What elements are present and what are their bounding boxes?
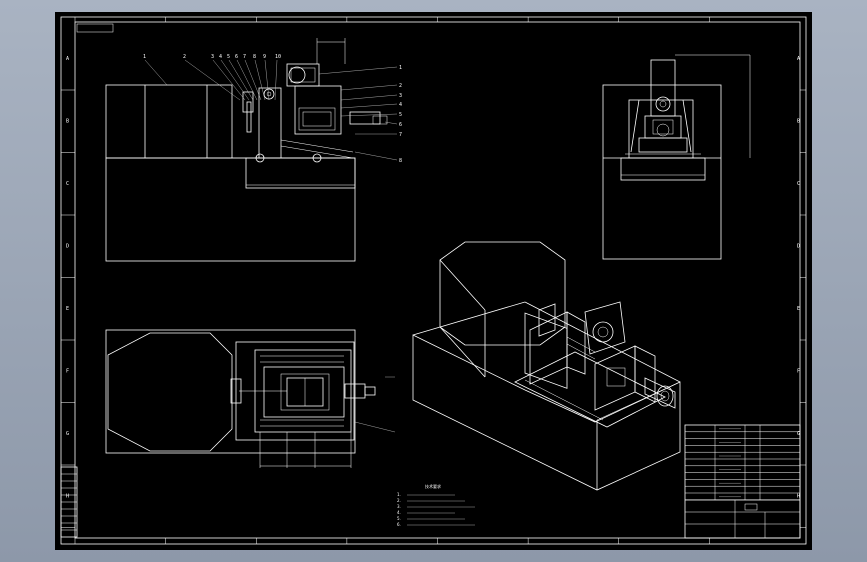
balloon-label: 6 <box>235 54 238 60</box>
base-box <box>105 157 356 262</box>
balloon-label: 7 <box>243 54 246 60</box>
zone-row-marker: A <box>66 56 69 62</box>
motor-housing <box>105 84 233 159</box>
balloon-label: 8 <box>399 158 402 164</box>
balloon-label: 4 <box>399 102 402 108</box>
leader-lines <box>144 59 398 433</box>
tech-note-line: 4. <box>397 510 401 515</box>
zone-row-marker: D <box>66 244 69 250</box>
title-block <box>684 424 801 539</box>
balloon-label: 7 <box>399 132 402 138</box>
zone-row-marker: B <box>797 119 800 125</box>
drawing-sheet[interactable]: A A B B C C D D E E F F G G H H <box>55 12 812 550</box>
isometric-view[interactable] <box>412 241 681 491</box>
zone-row-marker: H <box>66 494 69 500</box>
balloon-label: 5 <box>399 112 402 118</box>
tech-note-line: 3. <box>397 504 401 509</box>
balloon-label: 6 <box>399 122 402 128</box>
pump-motor <box>286 63 320 87</box>
iso-octagon-tank <box>439 241 566 346</box>
side-tank <box>602 84 722 260</box>
zone-row-marker: F <box>797 369 800 375</box>
front-view[interactable] <box>105 38 388 262</box>
balloon-label: 8 <box>253 54 256 60</box>
balloon-label: 1 <box>399 65 402 71</box>
iso-platform <box>514 351 666 428</box>
corner-label-box <box>76 23 114 33</box>
balloon-label: 5 <box>227 54 230 60</box>
outer-frame <box>60 16 807 545</box>
zone-row-marker: C <box>797 181 800 187</box>
zone-row-marker: G <box>797 431 800 437</box>
balloon-label: 1 <box>143 54 146 60</box>
valve-block <box>349 111 381 125</box>
tech-notes-title: 技术要求 <box>425 483 441 489</box>
zone-markers: A A B B C C D D E E F F G G H H <box>61 17 806 544</box>
tech-note-line: 1. <box>397 492 401 497</box>
zone-row-marker: H <box>797 494 800 500</box>
drawing-canvas[interactable]: A A B B C C D D E E F F G G H H <box>55 12 812 550</box>
balloon-label: 2 <box>183 54 186 60</box>
zone-row-marker: A <box>797 56 800 62</box>
top-view[interactable] <box>105 329 376 468</box>
iso-base <box>412 334 681 491</box>
zone-row-marker: G <box>66 431 69 437</box>
tech-notes: 技术要求 1. 2. 3. 4. 5. 6. <box>397 483 475 527</box>
tech-note-line: 2. <box>397 498 401 503</box>
zone-row-marker: C <box>66 181 69 187</box>
inner-frame <box>74 21 801 539</box>
zone-row-marker: E <box>797 306 800 312</box>
balloon-label: 9 <box>263 54 266 60</box>
balloon-label: 10 <box>275 54 281 60</box>
side-pump-frame <box>628 99 694 159</box>
tech-note-line: 5. <box>397 516 401 521</box>
revision-strip <box>60 466 78 538</box>
side-view[interactable] <box>602 54 751 260</box>
balloon-label: 3 <box>399 93 402 99</box>
tech-note-line: 6. <box>397 522 401 527</box>
zone-row-marker: E <box>66 306 69 312</box>
pump-base <box>245 157 356 189</box>
zone-row-marker: F <box>66 369 69 375</box>
octagon-tank <box>107 332 233 452</box>
balloon-label: 4 <box>219 54 222 60</box>
balloon-label: 2 <box>399 83 402 89</box>
zone-row-marker: D <box>797 244 800 250</box>
top-tank <box>105 329 356 454</box>
zone-row-marker: B <box>66 119 69 125</box>
balloon-label: 3 <box>211 54 214 60</box>
